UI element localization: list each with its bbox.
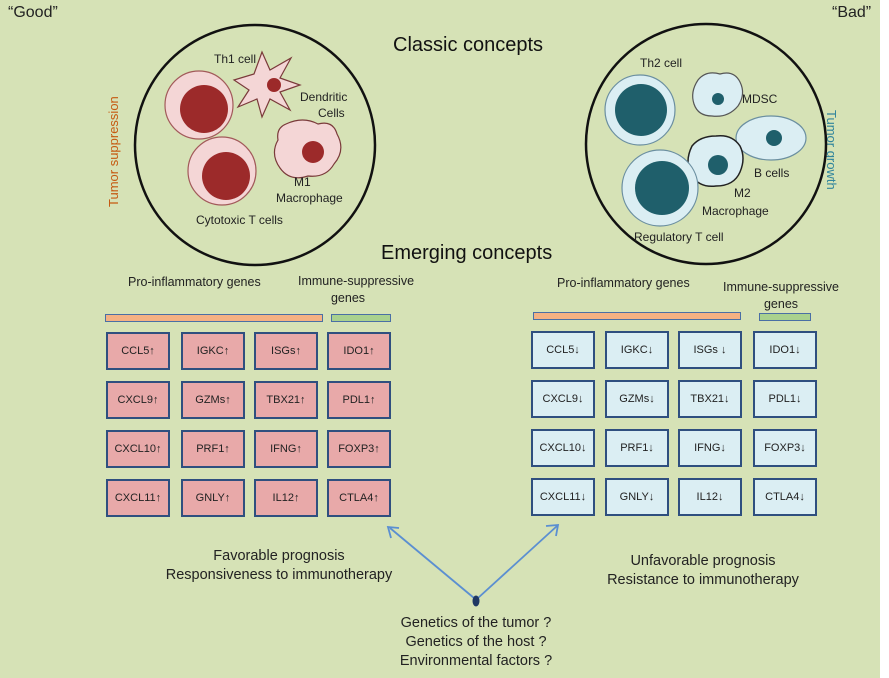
- resistance-text: Resistance to immunotherapy: [607, 572, 799, 588]
- gene-cell: IL12↑: [254, 479, 318, 517]
- gene-cell: CXCL9↑: [106, 381, 170, 419]
- mdsc-label: MDSC: [742, 92, 778, 106]
- m2-macrophage-icon: [687, 134, 744, 188]
- factor-item: Genetics of the tumor ?: [400, 615, 552, 631]
- th2-cell-label: Th2 cell: [640, 56, 683, 70]
- gene-cell: CTLA4↓: [753, 478, 817, 516]
- emerging-concepts-heading: Emerging concepts: [381, 242, 553, 264]
- gene-cell: CCL5↓: [531, 331, 595, 369]
- gene-cell: PRF1↓: [605, 429, 669, 467]
- pro-inflammatory-header-left: Pro-inflammatory genes: [128, 275, 261, 289]
- immune-suppressive-line1: Immune-suppressive: [722, 280, 839, 294]
- immune-suppressive-bar-right: [759, 313, 811, 321]
- bad-label: “Bad”: [832, 4, 872, 21]
- m1-label-line1: M1: [294, 175, 311, 189]
- dendritic-label-line1: Dendritic: [300, 90, 348, 104]
- m2-label-line1: M2: [734, 186, 751, 200]
- pro-inflammatory-header-right: Pro-inflammatory genes: [557, 276, 690, 290]
- gene-cell: GZMs↓: [605, 380, 669, 418]
- gene-cell: CXCL11↑: [106, 479, 170, 517]
- regulatory-t-cell-icon: [621, 149, 699, 227]
- m1-macrophage-icon: [273, 119, 342, 179]
- gene-cell: CTLA4↑: [327, 479, 391, 517]
- gene-cell: PDL1↑: [327, 381, 391, 419]
- gene-cell: CXCL11↓: [531, 478, 595, 516]
- gene-cell: IFNG↓: [678, 429, 742, 467]
- m1-label-line2: Macrophage: [276, 191, 343, 205]
- gene-cell: IGKC↑: [181, 332, 245, 370]
- pro-inflammatory-bar-right: [533, 312, 741, 320]
- pro-inflammatory-bar-left: [105, 314, 323, 322]
- b-cell-icon: [735, 115, 807, 161]
- gene-cell: IL12↓: [678, 478, 742, 516]
- gene-cell: FOXP3↑: [327, 430, 391, 468]
- tumor-growth-circle: [584, 22, 828, 266]
- b-cells-label: B cells: [754, 166, 790, 180]
- gene-cell: ISGs↑: [254, 332, 318, 370]
- responsiveness-text: Responsiveness to immunotherapy: [165, 567, 393, 583]
- immune-suppressive-line1: Immune-suppressive: [298, 274, 415, 288]
- gene-cell: IFNG↑: [254, 430, 318, 468]
- gene-cell: GNLY↑: [181, 479, 245, 517]
- dendritic-label-line2: Cells: [318, 106, 345, 120]
- gene-cell: PDL1↓: [753, 380, 817, 418]
- m2-label-line2: Macrophage: [702, 204, 769, 218]
- mdsc-icon: [692, 72, 744, 117]
- gene-cell: GNLY↓: [605, 478, 669, 516]
- gene-cell: IDO1↓: [753, 331, 817, 369]
- gene-cell: ISGs ↓: [678, 331, 742, 369]
- cytotoxic-t-cells-label: Cytotoxic T cells: [196, 213, 283, 227]
- gene-cell: CCL5↑: [106, 332, 170, 370]
- factor-arrows: [386, 524, 560, 607]
- gene-cell: TBX21↑: [254, 381, 318, 419]
- th1-cell-icon: [164, 70, 234, 140]
- immune-suppressive-bar-left: [331, 314, 391, 322]
- factor-item: Environmental factors ?: [399, 653, 553, 669]
- gene-cell: TBX21↓: [678, 380, 742, 418]
- factors-list: Genetics of the tumor ? Genetics of the …: [366, 614, 586, 671]
- gene-cell: FOXP3↓: [753, 429, 817, 467]
- cytotoxic-t-cell-icon: [187, 136, 257, 206]
- gene-cell: CXCL10↑: [106, 430, 170, 468]
- immune-suppressive-header-right: Immune-suppressive genes: [716, 280, 846, 311]
- gene-cell: IGKC↓: [605, 331, 669, 369]
- th1-cell-label: Th1 cell: [214, 52, 257, 66]
- dendritic-cell-icon: [232, 50, 302, 119]
- classic-concepts-heading: Classic concepts: [393, 34, 544, 56]
- immune-suppressive-header-left: Immune-suppressive genes: [298, 274, 415, 305]
- gene-cell: CXCL10↓: [531, 429, 595, 467]
- gene-cell: IDO1↑: [327, 332, 391, 370]
- favorable-outcome: Favorable prognosis Responsiveness to im…: [164, 547, 394, 585]
- tumor-suppression-circle: [133, 23, 377, 267]
- unfavorable-prognosis-text: Unfavorable prognosis: [630, 553, 776, 569]
- favorable-prognosis-text: Favorable prognosis: [213, 548, 345, 564]
- immune-suppressive-line2: genes: [763, 297, 799, 311]
- good-label: “Good”: [8, 4, 58, 21]
- factor-item: Genetics of the host ?: [405, 634, 547, 650]
- factor-origin-dot: [472, 595, 480, 607]
- gene-cell: PRF1↑: [181, 430, 245, 468]
- immune-suppressive-line2: genes: [330, 291, 366, 305]
- th2-cell-icon: [604, 74, 676, 146]
- regulatory-t-cell-label: Regulatory T cell: [634, 230, 724, 244]
- gene-cell: CXCL9↓: [531, 380, 595, 418]
- gene-cell: GZMs↑: [181, 381, 245, 419]
- unfavorable-outcome: Unfavorable prognosis Resistance to immu…: [588, 552, 818, 590]
